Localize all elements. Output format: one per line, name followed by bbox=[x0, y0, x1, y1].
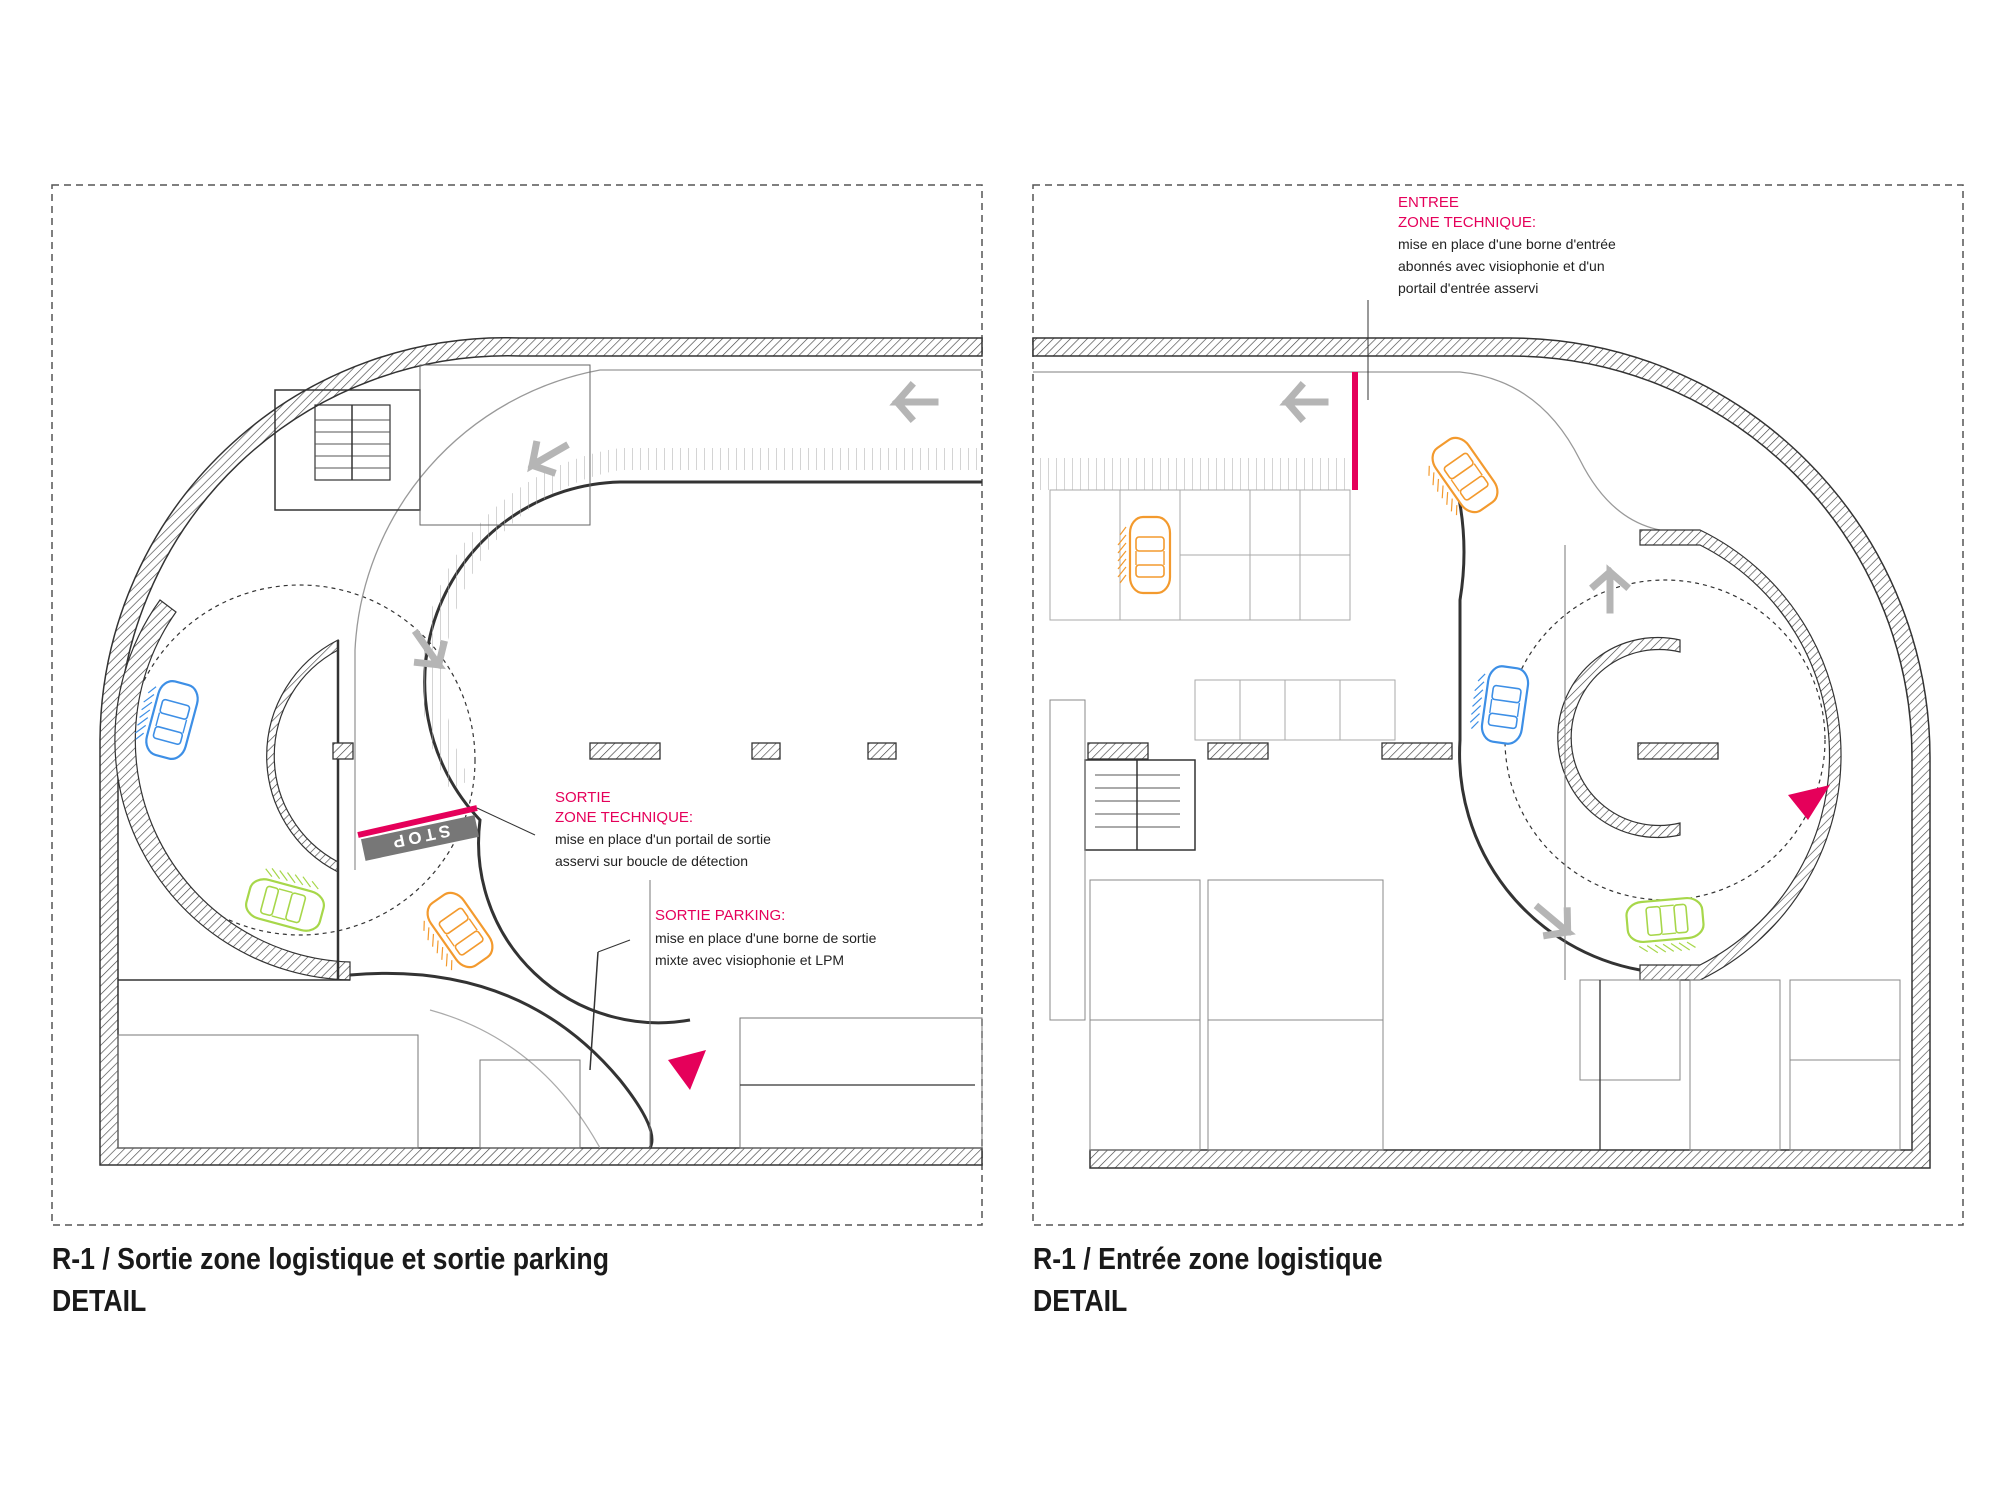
annotation-title: ENTREE bbox=[1398, 194, 1459, 211]
annotation-title: ZONE TECHNIQUE: bbox=[1398, 214, 1536, 231]
annotation-body: mixte avec visiophonie et LPM bbox=[655, 952, 844, 968]
left-exit-ramp-edge bbox=[349, 971, 654, 1149]
left-leader-line-1 bbox=[476, 807, 536, 836]
annotation-title: SORTIE bbox=[555, 789, 611, 806]
direction-arrow-icon bbox=[1594, 572, 1626, 610]
right-parking-stalls bbox=[1049, 489, 1396, 741]
annotation-entry-technical: ENTREE ZONE TECHNIQUE: mise en place d'u… bbox=[1398, 194, 1616, 296]
annotation-title: ZONE TECHNIQUE: bbox=[555, 809, 693, 826]
direction-arrow-icon bbox=[897, 386, 935, 418]
right-staircase-icon bbox=[1084, 759, 1196, 851]
left-exit-kiosk bbox=[589, 951, 599, 1071]
right-caption-sub: DETAIL bbox=[1033, 1283, 1128, 1318]
annotation-exit-technical: SORTIE ZONE TECHNIQUE: mise en place d'u… bbox=[555, 789, 771, 869]
left-frame bbox=[51, 184, 983, 1226]
car-icon bbox=[1116, 515, 1172, 595]
annotation-body: asservi sur boucle de détection bbox=[555, 853, 748, 869]
annotation-title: SORTIE PARKING: bbox=[655, 907, 785, 924]
right-lane-inner bbox=[1453, 479, 1641, 972]
right-frame bbox=[1032, 184, 1964, 1226]
left-caption-title: R-1 / Sortie zone logistique et sortie p… bbox=[52, 1241, 609, 1276]
left-exit-gate-icon bbox=[357, 805, 478, 838]
left-leader-line-2 bbox=[597, 939, 631, 953]
annotation-body: abonnés avec visiophonie et d'un bbox=[1398, 258, 1605, 274]
left-caption-sub: DETAIL bbox=[52, 1283, 147, 1318]
right-ramp-texture bbox=[1040, 458, 1350, 490]
right-lane-edge bbox=[1033, 371, 1661, 531]
annotation-body: mise en place d'une borne d'entrée bbox=[1398, 236, 1616, 252]
annotation-body: mise en place d'un portail de sortie bbox=[555, 831, 771, 847]
right-caption: R-1 / Entrée zone logistique DETAIL bbox=[1033, 1238, 1383, 1322]
right-outer-wall bbox=[1032, 337, 1931, 1169]
car-icon bbox=[1624, 895, 1707, 957]
left-outer-wall bbox=[99, 336, 983, 1166]
triangle-marker-icon bbox=[668, 1050, 706, 1090]
annotation-body: portail d'entrée asservi bbox=[1398, 280, 1538, 296]
left-caption: R-1 / Sortie zone logistique et sortie p… bbox=[52, 1238, 609, 1322]
left-exit-ramp-edge2 bbox=[429, 1009, 601, 1149]
left-room-1 bbox=[419, 364, 591, 526]
left-ramp-texture bbox=[420, 448, 982, 790]
right-ramp-guideline bbox=[1504, 579, 1826, 901]
car-icon bbox=[242, 863, 332, 936]
right-rooms bbox=[1049, 699, 1901, 1151]
car-icon bbox=[1466, 661, 1532, 747]
left-ring-wall bbox=[114, 599, 351, 981]
left-ramp-guideline bbox=[124, 584, 476, 936]
left-core-wall bbox=[266, 639, 339, 873]
annotation-exit-parking: SORTIE PARKING: mise en place d'une born… bbox=[655, 907, 877, 968]
right-pillar-icon bbox=[1087, 742, 1719, 760]
annotation-body: mise en place d'une borne de sortie bbox=[655, 930, 877, 946]
left-plan: STOP SORTIE ZONE TECHNIQUE: mise en plac… bbox=[51, 184, 983, 1226]
left-lane-outer bbox=[354, 369, 982, 870]
direction-arrow-icon bbox=[1287, 386, 1325, 418]
left-pillar-icon bbox=[332, 742, 897, 760]
left-rooms-bottom bbox=[117, 880, 983, 1149]
car-icon bbox=[410, 886, 500, 981]
right-plan: ENTREE ZONE TECHNIQUE: mise en place d'u… bbox=[1032, 184, 1964, 1226]
triangle-marker-icon bbox=[1788, 785, 1830, 820]
right-core-wall bbox=[1557, 636, 1681, 839]
right-caption-title: R-1 / Entrée zone logistique bbox=[1033, 1241, 1383, 1276]
